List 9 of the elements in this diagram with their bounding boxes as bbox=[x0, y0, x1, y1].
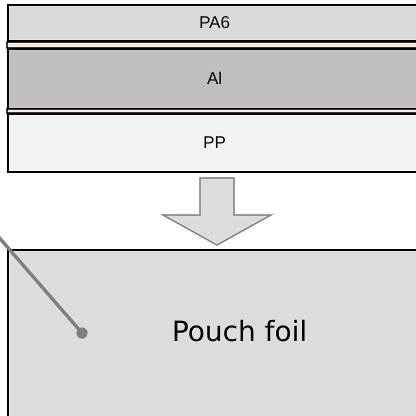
box-label: Pouch foil bbox=[172, 315, 308, 348]
block-arrow bbox=[160, 177, 274, 246]
layer-label: Al bbox=[206, 69, 222, 89]
layer-band bbox=[7, 48, 416, 110]
foil-box bbox=[7, 249, 416, 416]
layer-band bbox=[7, 4, 416, 42]
layer-label: PA6 bbox=[199, 13, 230, 33]
layer-label: PP bbox=[203, 133, 226, 153]
layer-band bbox=[7, 113, 416, 173]
